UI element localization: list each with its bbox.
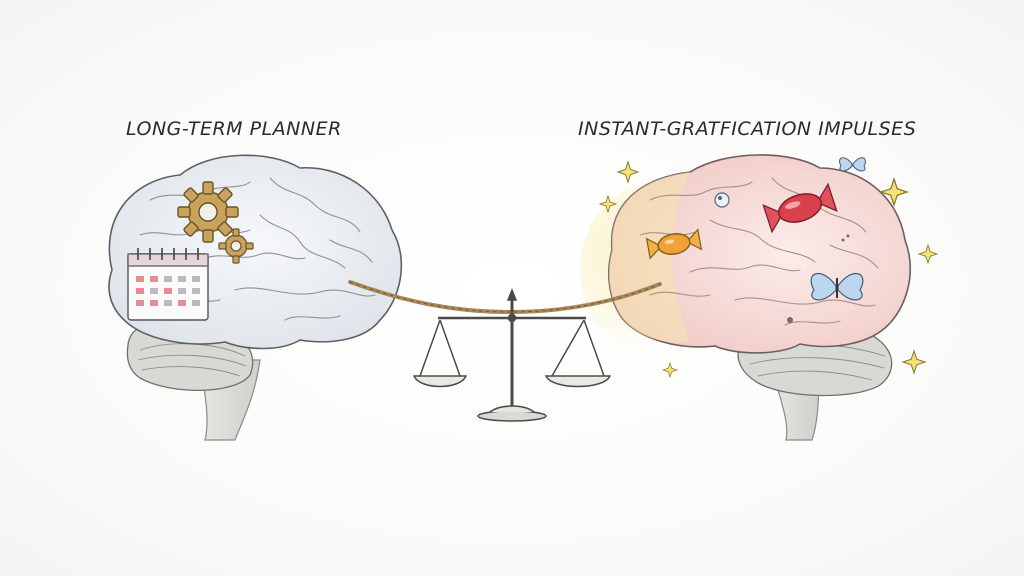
bubble-icon: [714, 192, 730, 208]
butterfly-small-icon: [839, 157, 866, 172]
rope: [348, 280, 662, 315]
calendar-icon: [127, 248, 209, 321]
small-gear-icon: [218, 228, 254, 264]
sparkle-icon: [598, 160, 939, 379]
gear-icon: [177, 181, 239, 243]
label-long-term-planner: LONG-TERM PLANNER: [126, 118, 342, 140]
balance-scale-icon: [412, 287, 612, 422]
butterfly-icon: [810, 273, 864, 301]
label-instant-gratification: INSTANT-GRATFICATION IMPULSES: [578, 118, 917, 140]
candy-small-icon: [645, 228, 703, 260]
candy-icon: [762, 182, 838, 234]
